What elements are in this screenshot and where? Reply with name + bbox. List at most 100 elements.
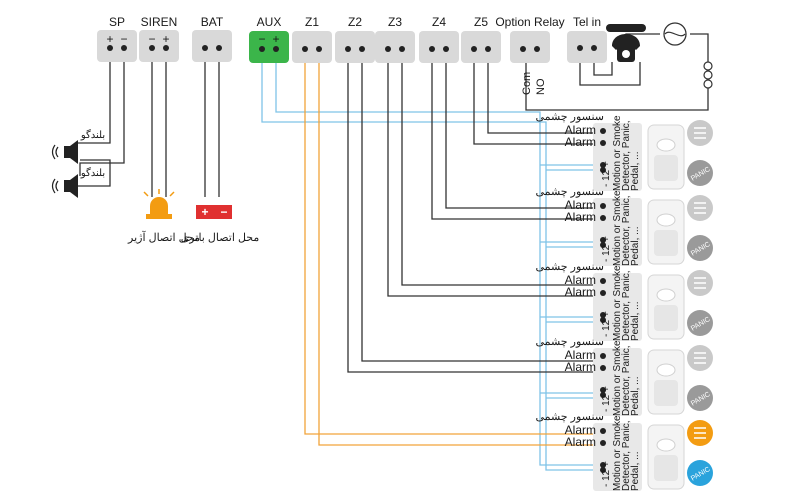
- sensor-description: Detector, Panic,: [621, 420, 632, 491]
- panic-button-icon: PANIC: [687, 235, 713, 261]
- terminal-z3: Z3: [375, 15, 415, 63]
- smoke-detector-icon: [687, 345, 713, 371]
- sensor-description: Motion or Smoke: [612, 190, 623, 266]
- sensor-description: Pedal, ...: [630, 452, 641, 491]
- svg-text:Z5: Z5: [474, 15, 488, 29]
- svg-text:Z4: Z4: [432, 15, 446, 29]
- alarm-label: Alarm: [565, 198, 596, 212]
- motion-detector-icon: [647, 349, 685, 415]
- z3-wires: [387, 50, 601, 297]
- panic-button-icon: PANIC: [687, 310, 713, 336]
- battery-icon: + −: [196, 205, 232, 219]
- z1-wires: [304, 50, 601, 446]
- siren-wires: [151, 48, 167, 197]
- sensor-description: Pedal, ...: [630, 377, 641, 416]
- terminal-siren-label: SIREN: [141, 15, 178, 29]
- terminal-sp: SP + −: [97, 15, 137, 62]
- svg-text:+: +: [106, 32, 113, 46]
- terminal-tel-in: Tel in: [567, 15, 607, 63]
- sensor-description: Detector, Panic,: [621, 120, 632, 191]
- svg-text:Tel in: Tel in: [573, 15, 601, 29]
- sensor-terminal-strip: [593, 423, 642, 491]
- wires: [77, 33, 709, 471]
- z5-wires: [473, 50, 601, 145]
- sensor-title: سنسور چشمی: [535, 186, 604, 198]
- panic-button-icon: PANIC: [687, 160, 713, 186]
- sensor-title: سنسور چشمی: [535, 336, 604, 348]
- siren-caption: محل اتصال آژیر: [127, 231, 200, 244]
- lamp-icon: [663, 22, 687, 46]
- terminal-z1: Z1: [292, 15, 332, 63]
- motion-detector-icon: [647, 124, 685, 190]
- power-label: - 12 +: [601, 236, 612, 262]
- speaker-1: بلندگو: [51, 129, 105, 164]
- z2-wires: [347, 50, 601, 373]
- terminal-aux-label: AUX: [257, 15, 282, 29]
- svg-text:−: −: [258, 32, 265, 46]
- terminal-z2: Z2: [335, 15, 375, 63]
- svg-text:−: −: [148, 32, 155, 46]
- sensor-terminal-strip: [593, 273, 642, 341]
- sensor-description: Motion or Smoke: [612, 415, 623, 491]
- svg-text:−: −: [120, 32, 127, 46]
- svg-text:+: +: [162, 32, 169, 46]
- alarm-label: Alarm: [565, 360, 596, 374]
- alarm-label: Alarm: [565, 123, 596, 137]
- alarm-label: Alarm: [565, 210, 596, 224]
- svg-text:−: −: [220, 205, 227, 219]
- motion-detector-icon: [647, 274, 685, 340]
- smoke-detector-icon: [687, 120, 713, 146]
- terminal-bat-label: BAT: [201, 15, 224, 29]
- sensor-title: سنسور چشمی: [535, 111, 604, 123]
- svg-text:Z3: Z3: [388, 15, 402, 29]
- sensor-description: Motion or Smoke: [612, 265, 623, 341]
- relay-com-label: Com: [521, 72, 533, 95]
- terminal-sp-label: SP: [109, 15, 125, 29]
- svg-text:Z2: Z2: [348, 15, 362, 29]
- telephone-icon: [606, 24, 646, 62]
- siren-bulb-icon: [143, 189, 175, 219]
- alarm-label: Alarm: [565, 348, 596, 362]
- sensor-title: سنسور چشمی: [535, 411, 604, 423]
- sensor-description: Detector, Panic,: [621, 195, 632, 266]
- power-label: - 12 +: [601, 161, 612, 187]
- terminal-siren: SIREN − +: [139, 15, 179, 62]
- svg-text:Option Relay: Option Relay: [495, 15, 564, 29]
- terminal-aux: AUX − +: [249, 15, 289, 63]
- panic-button-icon: PANIC: [687, 385, 713, 411]
- smoke-detector-icon: [687, 420, 713, 446]
- sensor-title: سنسور چشمی: [535, 261, 604, 273]
- svg-text:+: +: [201, 205, 208, 219]
- sensor-description: Pedal, ...: [630, 227, 641, 266]
- speaker-2: بلندگو: [51, 167, 105, 198]
- battery-wires: [204, 48, 220, 197]
- terminal-z5: Z5: [461, 15, 501, 63]
- sensor-description: Pedal, ...: [630, 302, 641, 341]
- terminal-z4: Z4: [419, 15, 459, 63]
- svg-text:Z1: Z1: [305, 15, 319, 29]
- sensor-description: Detector, Panic,: [621, 270, 632, 341]
- speaker-icon: [51, 140, 78, 164]
- sensor-terminal-strip: [593, 198, 642, 266]
- panic-button-icon: PANIC: [687, 460, 713, 486]
- sensor-description: Motion or Smoke: [612, 340, 623, 416]
- svg-text:+: +: [272, 32, 279, 46]
- smoke-detector-icon: [687, 195, 713, 221]
- smoke-detector-icon: [687, 270, 713, 296]
- sensor-description: Motion or Smoke: [612, 115, 623, 191]
- alarm-label: Alarm: [565, 273, 596, 287]
- terminal-bat: BAT: [192, 15, 232, 62]
- speaker-wires: [77, 48, 125, 187]
- relay-no-label: NO: [535, 78, 547, 95]
- sensor-description: Pedal, ...: [630, 152, 641, 191]
- speaker-label: بلندگو: [80, 167, 105, 179]
- z4-wires: [431, 50, 601, 220]
- coil-icon: [703, 61, 713, 89]
- motion-detector-icon: [647, 199, 685, 265]
- sensor-terminal-strip: [593, 123, 642, 191]
